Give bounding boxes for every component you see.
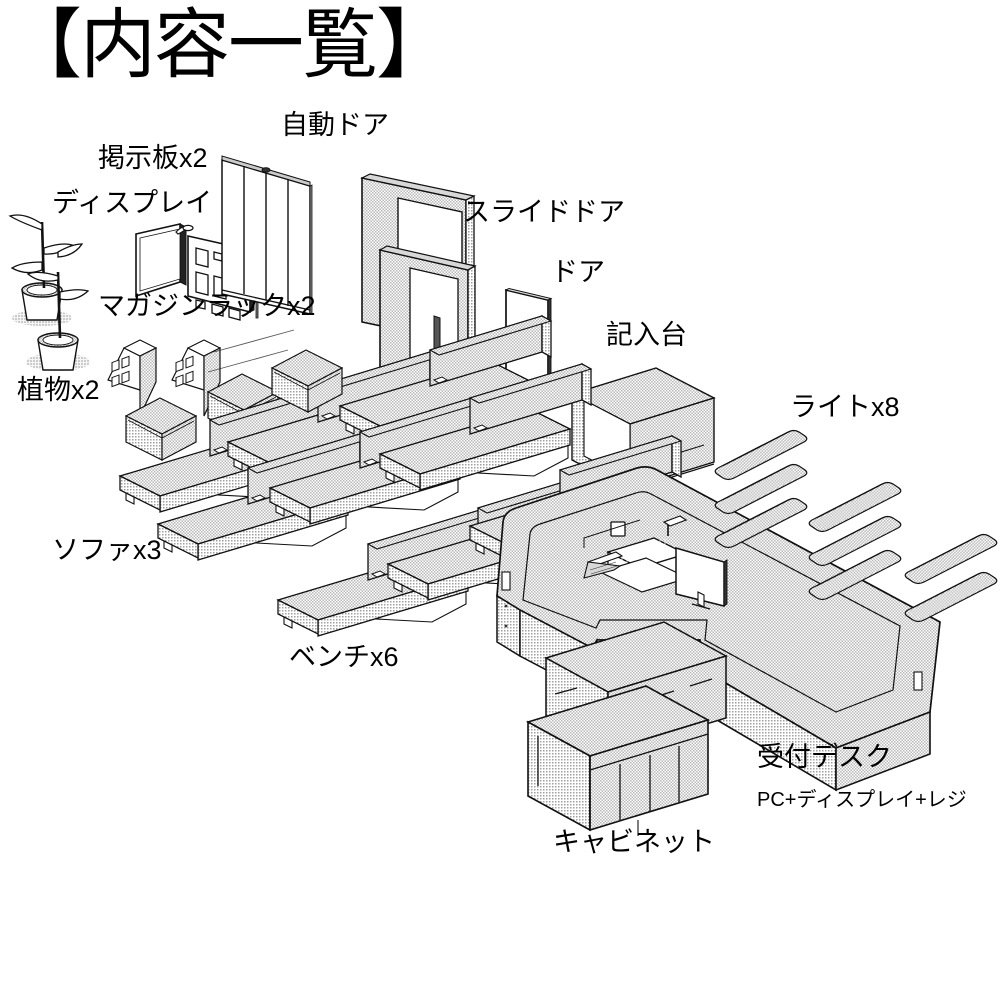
- cash-register-illustration: [598, 515, 690, 715]
- label-bench: ベンチx6: [289, 642, 399, 672]
- label-magazine-rack: マガジンラックx2: [98, 291, 316, 321]
- label-reception-desk-note: PC+ディスプレイ+レジ: [757, 789, 967, 811]
- label-slide-door: スライドドア: [463, 197, 625, 227]
- label-bulletin-board: 掲示板x2: [98, 143, 208, 173]
- sofa-illustration: [119, 315, 552, 513]
- slide-door-illustration: [360, 173, 477, 408]
- magazine-rack-illustration: [107, 329, 295, 417]
- cabinet-illustration: [525, 621, 728, 832]
- pc-illustration: [583, 551, 624, 579]
- door-illustration: [504, 287, 553, 400]
- display-illustration: [135, 222, 194, 298]
- desk-monitor-illustration: [675, 547, 728, 610]
- label-writing-stand: 記入台: [606, 320, 687, 350]
- label-plant: 植物x2: [17, 375, 100, 405]
- writing-stand-illustration: [570, 367, 716, 492]
- light-illustration: [714, 429, 998, 623]
- label-reception-desk: 受付デスク: [757, 742, 892, 772]
- bench-illustration: [157, 363, 682, 637]
- label-sofa: ソファx3: [52, 535, 162, 565]
- label-automatic-door: 自動ドア: [281, 110, 389, 140]
- page-title: 【内容一覧】: [6, 3, 452, 88]
- label-cabinet: キャビネット: [553, 827, 715, 857]
- plant-illustration: [8, 214, 90, 371]
- label-light: ライトx8: [790, 392, 900, 422]
- label-display: ディスプレイ: [52, 188, 213, 218]
- label-door: ドア: [551, 257, 605, 287]
